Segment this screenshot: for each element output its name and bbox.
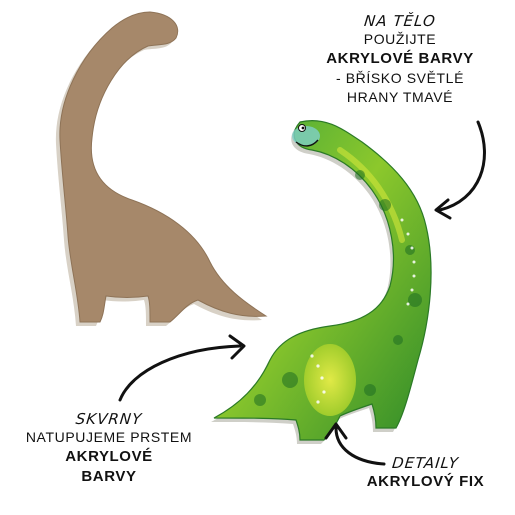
curved-arrow-icon — [334, 426, 386, 466]
dinosaur-neck-highlight — [337, 147, 405, 243]
label-details-title: DETAILY — [391, 454, 460, 472]
label-spots-title: SKVRNY — [74, 410, 144, 428]
dinosaur-face — [292, 124, 320, 147]
arrow-to-details — [324, 422, 386, 466]
label-body-title: NA TĚLO — [363, 12, 437, 30]
painted-dinosaur — [211, 120, 432, 445]
cardboard-dinosaur-cutout — [55, 11, 268, 326]
label-spots-line2: AKRYLOVÉ — [65, 448, 153, 465]
cardboard-body — [59, 11, 268, 323]
curved-arrow-icon — [438, 120, 486, 212]
curved-arrow-icon — [118, 344, 242, 402]
label-spots: SKVRNY NATUPUJEME PRSTEM AKRYLOVÉ BARVY — [4, 410, 214, 487]
white-dot-details — [310, 218, 416, 404]
arrow-to-body — [434, 120, 486, 220]
dinosaur-smile — [295, 139, 319, 147]
dinosaur-belly — [304, 344, 356, 416]
label-body-paint: NA TĚLO POUŽIJTE AKRYLOVÉ BARVY - BŘÍSKO… — [300, 12, 500, 107]
label-body-line4: HRANY TMAVÉ — [346, 89, 454, 105]
label-body-line3: - BŘÍSKO SVĚTLÉ — [335, 70, 465, 86]
label-spots-line1: NATUPUJEME PRSTEM — [25, 429, 193, 445]
label-body-line1: POUŽIJTE — [363, 31, 437, 47]
label-details: DETAILY AKRYLOVÝ FIX — [338, 454, 513, 492]
label-details-line1: AKRYLOVÝ FIX — [366, 473, 485, 490]
painted-dinosaur-body — [213, 120, 432, 441]
arrow-to-spots — [118, 334, 246, 402]
label-spots-line3: BARVY — [81, 468, 137, 485]
label-body-line2: AKRYLOVÉ BARVY — [326, 50, 474, 67]
